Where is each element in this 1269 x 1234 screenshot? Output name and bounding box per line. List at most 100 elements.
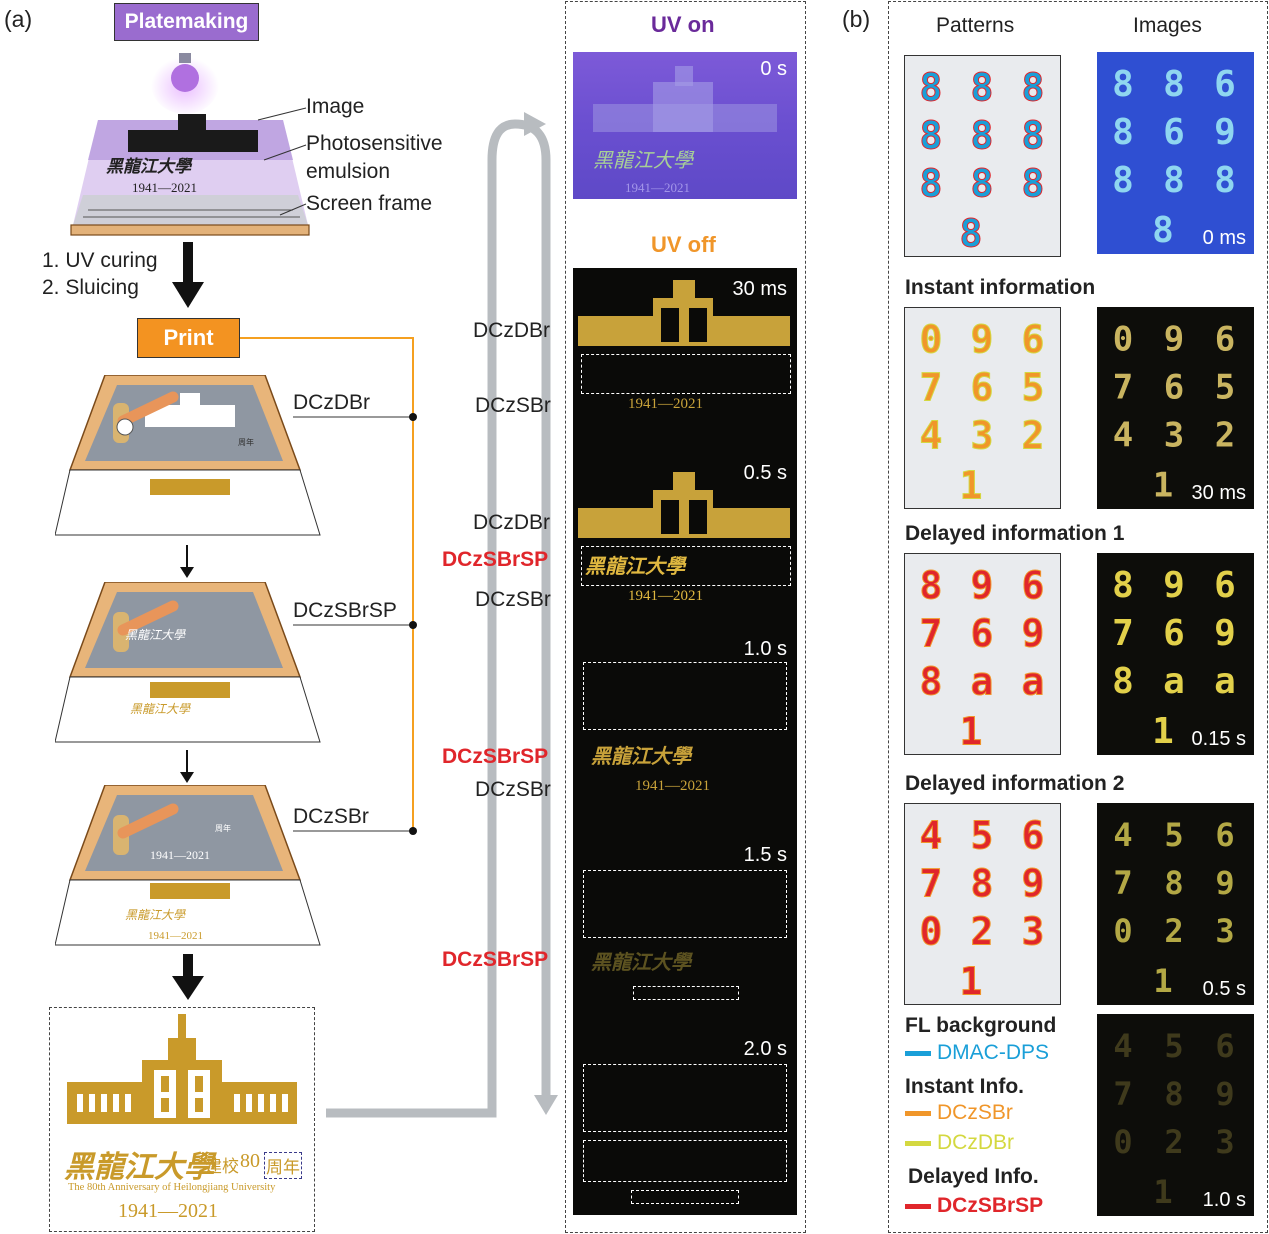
print-box: Print xyxy=(137,318,240,358)
digit-glyph: 8 xyxy=(1112,160,1134,201)
dashed-region-30ms xyxy=(581,354,791,394)
photo-10s: 黑龍江大學 1941—2021 1.0 s xyxy=(573,610,797,810)
time-05s-b: 0.5 s xyxy=(1202,978,1246,1000)
legend-instant-2-swatch xyxy=(905,1140,931,1146)
final-emblem-80: 80 xyxy=(240,1150,260,1172)
platemaking-title-box: Platemaking xyxy=(114,3,259,41)
layer3-pointer-line xyxy=(293,827,417,835)
digit-glyph: 7 xyxy=(1113,1075,1132,1113)
digit-glyph: 8 xyxy=(1022,66,1045,110)
years-05s: 1941—2021 xyxy=(628,588,703,604)
legend-instant-2: DCzDBr xyxy=(905,1131,1014,1155)
down-arrow-thin-2-icon xyxy=(180,750,194,783)
digit-glyph: a xyxy=(1022,660,1045,704)
emblem-10s: 黑龍江大學 xyxy=(591,746,691,768)
digit-glyph: 7 xyxy=(920,366,943,410)
digit-glyph: 9 xyxy=(1215,1075,1234,1113)
dashed-region-05s xyxy=(581,546,791,586)
time-30ms-b: 30 ms xyxy=(1191,482,1246,504)
time-0ms: 0 ms xyxy=(1202,227,1246,249)
digit-glyph: 1 xyxy=(1153,466,1173,506)
print2-emblem-chinese: 黑龍江大學 xyxy=(125,628,186,642)
uv-on-emblem: 黑龍江大學 xyxy=(593,150,693,172)
digit-glyph: 8 xyxy=(920,114,943,158)
digit-glyph: 9 xyxy=(1022,612,1045,656)
digit-glyph: 6 xyxy=(971,366,994,410)
digit-glyph: 1 xyxy=(960,464,983,508)
digit-glyph: 4 xyxy=(920,814,943,858)
digit-glyph: 8 xyxy=(1112,112,1134,153)
years-10s: 1941—2021 xyxy=(635,778,710,794)
digit-glyph: 8 xyxy=(1112,661,1134,702)
digit-glyph: 6 xyxy=(1215,320,1235,360)
screen-frame-label: Screen frame xyxy=(306,192,433,215)
final-emblem-years: 1941—2021 xyxy=(118,1200,218,1222)
years-30ms: 1941—2021 xyxy=(628,396,703,412)
side-dczsbr-2: DCzSBr xyxy=(475,588,551,611)
final-emblem-zhounian: 周年 xyxy=(264,1152,302,1179)
digit-glyph: 6 xyxy=(1214,64,1236,105)
legend-delayed-1-swatch xyxy=(905,1203,931,1209)
digit-glyph: 4 xyxy=(920,414,943,458)
print-step-2 xyxy=(55,582,321,743)
time-10s-b: 1.0 s xyxy=(1202,1189,1246,1211)
digit-glyph: 0 xyxy=(1113,912,1132,950)
uv-off-label: UV off xyxy=(651,232,716,257)
down-arrow-final-icon xyxy=(172,954,204,1000)
legend-instant-1: DCzSBr xyxy=(905,1101,1013,1125)
delayed-info-2-title: Delayed information 2 xyxy=(905,772,1125,795)
digit-glyph: 9 xyxy=(971,564,994,608)
dashed-region-10s xyxy=(583,662,787,730)
digit-glyph: 8 xyxy=(1163,160,1185,201)
digit-glyph: 8 xyxy=(1163,64,1185,105)
side-dczsbr-3: DCzSBr xyxy=(475,778,551,801)
digit-glyph: 8 xyxy=(920,564,943,608)
panel-a-label: (a) xyxy=(4,6,33,32)
digit-glyph: 4 xyxy=(1113,1027,1132,1065)
photo-20s: 2.0 s xyxy=(573,1010,797,1215)
digit-glyph: 8 xyxy=(1152,210,1174,251)
legend-delayed-title: Delayed Info. xyxy=(908,1165,1039,1188)
digit-glyph: 8 xyxy=(971,162,994,206)
digit-glyph: a xyxy=(971,660,994,704)
time-10s: 1.0 s xyxy=(743,638,787,660)
digit-glyph: a xyxy=(1214,661,1236,702)
print3-emblem-gold: 黑龍江大學 xyxy=(125,908,186,922)
legend-fl-title: FL background xyxy=(905,1014,1057,1037)
digit-glyph: 1 xyxy=(1153,1173,1172,1211)
time-05s: 0.5 s xyxy=(743,462,787,484)
emulsion-label-2: emulsion xyxy=(306,160,391,183)
uv-on-label: UV on xyxy=(651,12,715,37)
digit-glyph: 3 xyxy=(1022,910,1045,954)
digit-glyph: 0 xyxy=(920,910,943,954)
image-layer-label: Image xyxy=(306,95,365,118)
digit-glyph: 5 xyxy=(1164,1027,1183,1065)
platemaking-title: Platemaking xyxy=(124,10,249,33)
digit-glyph: 7 xyxy=(1112,613,1134,654)
digit-glyph: 0 xyxy=(920,318,943,362)
plate-emblem-years: 1941—2021 xyxy=(132,180,197,195)
images-header: Images xyxy=(1133,14,1202,37)
digit-glyph: 8 xyxy=(1112,565,1134,606)
digit-glyph: 8 xyxy=(1022,114,1045,158)
down-arrow-thick-icon xyxy=(172,242,204,308)
digit-glyph: 1 xyxy=(960,960,983,1004)
digit-glyph: 6 xyxy=(1215,1027,1234,1065)
side-dczdbr-2: DCzDBr xyxy=(473,511,550,534)
digit-glyph: 8 xyxy=(1214,160,1236,201)
orange-connector-lines xyxy=(240,337,414,832)
legend-instant-2-text: DCzDBr xyxy=(937,1131,1014,1154)
instant-info-title: Instant information xyxy=(905,276,1096,299)
legend-instant-title: Instant Info. xyxy=(905,1075,1024,1098)
digit-glyph: 1 xyxy=(1152,711,1174,752)
side-dczsbrsp-4: DCzSBrSP xyxy=(442,948,549,971)
final-print-box xyxy=(49,1007,315,1232)
down-arrow-thin-1-icon xyxy=(180,545,194,578)
digit-glyph: 7 xyxy=(1113,368,1133,408)
digit-glyph: 8 xyxy=(1022,162,1045,206)
panel-b-box xyxy=(888,1,1268,1233)
digit-glyph: 5 xyxy=(1022,366,1045,410)
dashed-region-20s xyxy=(583,1064,787,1132)
digit-glyph: a xyxy=(1163,661,1185,702)
dashed-region-15s xyxy=(583,870,787,938)
